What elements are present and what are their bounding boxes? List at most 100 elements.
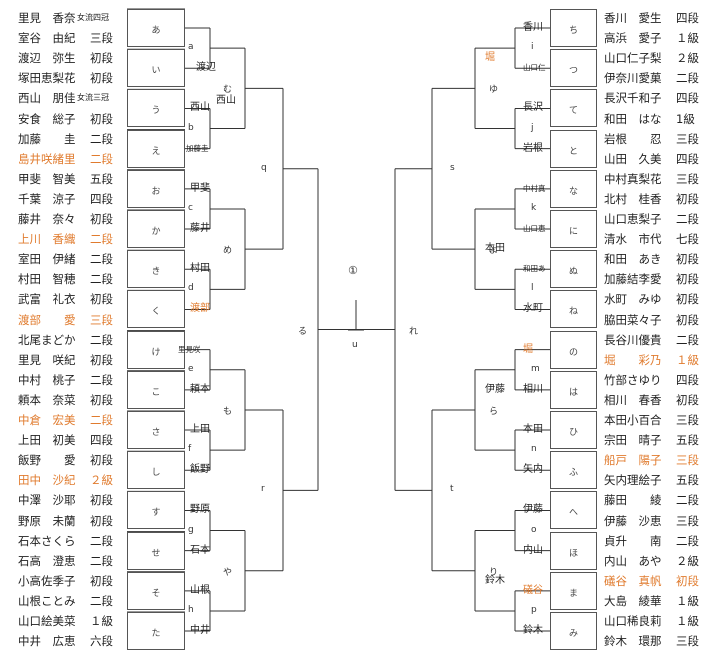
player-rank: 二段 [676, 212, 699, 226]
player-name: 中倉 宏美 [18, 413, 76, 427]
match-label: た [151, 629, 161, 640]
match-label: え [151, 146, 161, 157]
round1-winner: 石本 [190, 544, 210, 556]
player-name: 伊藤 沙恵 [604, 513, 662, 528]
player-rank: 二段 [90, 272, 113, 287]
player-rank: 二段 [90, 131, 113, 146]
player-name: 船戸 陽子 [604, 453, 662, 468]
match-label: ね [568, 307, 578, 318]
player-name: 中井 広恵 [18, 634, 76, 649]
player-name: 里見 咲紀 [18, 352, 76, 367]
player-name: 岩根 忍 [604, 131, 662, 146]
player-name: 加藤結李愛 [604, 272, 662, 287]
round1-winner: 渡部 [190, 303, 210, 315]
round1-winner: 中村真 [523, 183, 546, 193]
player-name: 加藤 圭 [18, 131, 76, 146]
player-rank: １級 [90, 614, 113, 628]
player-name: 長沢千和子 [604, 91, 662, 106]
player-rank: 初段 [90, 573, 113, 588]
player-name: 鈴木 環那 [604, 634, 662, 649]
round1-winner: 礒谷 [523, 584, 543, 596]
round3-label: や [223, 567, 233, 578]
round1-winner: 山根 [190, 584, 210, 596]
semifinal-label: る [298, 326, 308, 337]
player-name: 石高 澄恵 [18, 553, 76, 568]
round1-winner: 藤井 [190, 223, 210, 235]
player-name: 貞升 南 [604, 533, 662, 548]
match-box: か [127, 210, 185, 249]
round2-label: h [188, 604, 194, 615]
match-box: に [550, 210, 597, 249]
player-rank: 初段 [676, 252, 699, 267]
match-label: く [151, 307, 161, 318]
round1-winner: 甲斐 [190, 182, 210, 194]
player-name: 山根ことみ [18, 593, 76, 608]
player-rank: 四段 [90, 191, 113, 206]
match-label: へ [568, 508, 578, 519]
player-name: 山口仁子梨 [604, 51, 662, 66]
round2-label: o [531, 524, 537, 535]
player-rank: 二段 [90, 151, 113, 166]
round1-winner: 西山 [190, 102, 210, 114]
player-name: 矢内理絵子 [604, 473, 662, 488]
player-rank: 初段 [90, 493, 113, 508]
player-rank: 四段 [676, 11, 699, 25]
player-rank: 二段 [90, 553, 113, 568]
match-label: て [568, 106, 578, 117]
player-name: 安食 総子 [18, 111, 76, 126]
player-name: 堀 彩乃 [604, 352, 662, 367]
player-name: 飯野 愛 [18, 453, 76, 468]
player-name: 村田 智穂 [18, 272, 76, 287]
player-rank: ２級 [676, 553, 699, 568]
player-rank: 1級 [676, 111, 695, 126]
player-rank: 初段 [90, 352, 113, 367]
player-name: 中澤 沙耶 [18, 493, 76, 508]
player-name: 千葉 涼子 [18, 191, 76, 206]
player-rank: 三段 [676, 634, 699, 649]
player-rank: 初段 [90, 453, 113, 468]
round2-label: n [531, 444, 537, 455]
player-name: 室田 伊緒 [18, 252, 76, 267]
player-rank: １級 [676, 614, 699, 628]
round3-winner: 鈴木 [485, 574, 505, 586]
player-name: 高浜 愛子 [604, 31, 662, 46]
player-name: 西山 朋佳 [18, 91, 76, 106]
player-name: 脇田菜々子 [604, 312, 662, 327]
match-box: ま [550, 571, 597, 610]
round3-label: も [223, 406, 233, 417]
player-rank: 初段 [676, 292, 699, 307]
player-rank: 初段 [90, 513, 113, 528]
match-box: た [127, 612, 185, 651]
player-rank: 二段 [90, 332, 113, 347]
round3-label: め [223, 246, 233, 257]
match-box: き [127, 250, 185, 289]
match-label: と [568, 146, 578, 157]
player-rank: ２級 [90, 473, 113, 488]
round1-winner: 本田 [523, 424, 543, 436]
match-box: し [127, 451, 185, 490]
match-label: け [151, 347, 161, 358]
round4-label: r [261, 484, 265, 495]
player-affiliation: 女流三冠 [77, 93, 109, 103]
player-name: 山田 久美 [604, 151, 662, 166]
player-rank: 二段 [90, 232, 113, 247]
player-rank: 二段 [676, 533, 699, 548]
player-rank: 三段 [90, 31, 113, 46]
match-box: く [127, 290, 185, 329]
player-name: 北尾まどか [18, 332, 76, 347]
match-label: ぬ [568, 267, 578, 278]
round1-winner: 長沢 [523, 102, 543, 114]
player-name: 中村 桃子 [18, 372, 76, 387]
match-label: あ [151, 26, 161, 37]
match-box: え [127, 129, 185, 168]
player-rank: 初段 [90, 212, 113, 226]
player-rank: １級 [676, 352, 699, 367]
match-label: き [151, 267, 161, 278]
match-box: ほ [550, 531, 597, 570]
round2-label: m [531, 363, 540, 374]
match-label: ふ [568, 468, 578, 479]
match-box: す [127, 491, 185, 530]
match-label: そ [151, 588, 161, 599]
final-label: u [352, 340, 358, 350]
match-box: へ [550, 491, 597, 530]
